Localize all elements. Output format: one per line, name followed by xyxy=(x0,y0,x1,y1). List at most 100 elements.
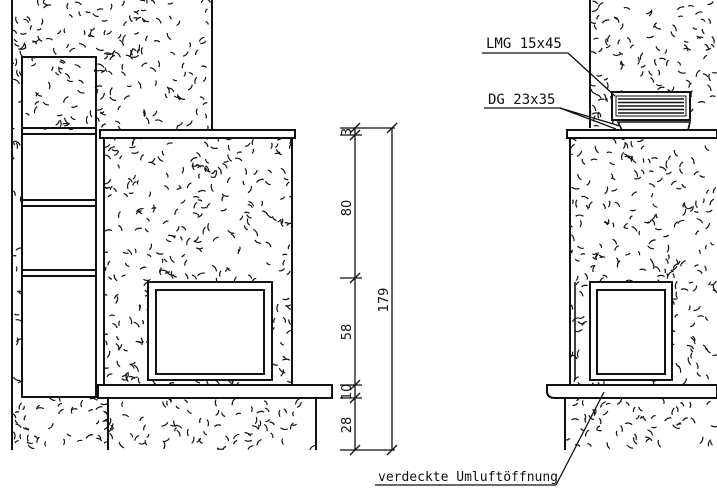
texture-stroke xyxy=(12,412,17,419)
texture-stroke xyxy=(74,1,82,6)
texture-stroke xyxy=(133,11,139,15)
texture-stroke xyxy=(16,290,22,293)
texture-stroke xyxy=(599,401,606,408)
texture-stroke xyxy=(179,236,183,241)
texture-stroke xyxy=(612,222,615,228)
texture-stroke xyxy=(113,274,118,282)
texture-stroke xyxy=(14,43,20,47)
texture-stroke xyxy=(170,51,176,56)
texture-stroke xyxy=(232,335,239,339)
texture-stroke xyxy=(50,66,54,71)
texture-stroke xyxy=(68,13,73,18)
texture-stroke xyxy=(74,64,81,69)
texture-stroke xyxy=(603,93,607,101)
texture-stroke xyxy=(117,164,120,169)
texture-stroke xyxy=(577,321,585,325)
texture-stroke xyxy=(682,209,687,217)
texture-stroke xyxy=(181,166,185,174)
texture-stroke xyxy=(117,211,121,218)
texture-stroke xyxy=(89,33,94,37)
texture-stroke xyxy=(96,8,104,11)
texture-stroke xyxy=(162,220,169,225)
texture-stroke xyxy=(597,2,604,8)
texture-stroke xyxy=(161,269,170,274)
texture-stroke xyxy=(118,320,121,327)
texture-stroke xyxy=(114,150,120,156)
texture-stroke xyxy=(664,268,667,274)
texture-stroke xyxy=(176,429,181,437)
texture-stroke xyxy=(657,177,663,183)
texture-stroke xyxy=(177,94,181,101)
texture-stroke xyxy=(203,347,209,350)
texture-stroke xyxy=(248,325,250,330)
texture-stroke xyxy=(63,96,69,103)
texture-stroke xyxy=(591,104,597,112)
texture-stroke xyxy=(16,69,20,77)
texture-stroke xyxy=(22,405,25,411)
texture-stroke xyxy=(100,92,105,100)
texture-stroke xyxy=(704,43,710,50)
texture-stroke xyxy=(102,420,108,423)
texture-stroke xyxy=(215,138,219,142)
texture-stroke xyxy=(214,399,218,407)
left-top-slab xyxy=(99,129,296,139)
texture-stroke xyxy=(632,343,638,349)
texture-stroke xyxy=(654,361,660,367)
texture-stroke xyxy=(651,426,657,429)
texture-stroke xyxy=(126,180,131,189)
texture-stroke xyxy=(161,150,165,156)
texture-stroke xyxy=(36,407,45,410)
texture-stroke xyxy=(42,0,45,4)
texture-stroke xyxy=(260,200,264,207)
texture-stroke xyxy=(214,169,218,177)
texture-stroke xyxy=(168,15,172,20)
texture-stroke xyxy=(644,221,650,224)
texture-stroke xyxy=(699,436,704,444)
texture-stroke xyxy=(111,149,119,152)
texture-stroke xyxy=(166,398,172,403)
texture-stroke xyxy=(221,193,229,197)
texture-stroke xyxy=(107,428,114,434)
texture-stroke xyxy=(577,245,584,249)
texture-stroke xyxy=(668,155,672,160)
texture-stroke xyxy=(55,120,60,126)
texture-stroke xyxy=(14,440,19,444)
texture-stroke xyxy=(126,85,132,88)
texture-stroke xyxy=(595,428,602,432)
texture-stroke xyxy=(690,322,696,328)
texture-stroke xyxy=(658,338,663,342)
texture-stroke xyxy=(651,261,655,270)
texture-stroke xyxy=(131,151,139,154)
left-stove-body-texture xyxy=(104,138,292,398)
texture-stroke xyxy=(619,138,625,141)
texture-stroke xyxy=(706,400,711,406)
texture-stroke xyxy=(123,21,128,27)
texture-stroke xyxy=(614,201,621,207)
texture-stroke xyxy=(243,323,250,330)
texture-stroke xyxy=(146,433,150,439)
texture-stroke xyxy=(594,252,599,258)
texture-stroke xyxy=(685,79,691,85)
texture-stroke xyxy=(104,340,108,346)
texture-stroke xyxy=(611,350,615,357)
left-firebox-door xyxy=(147,281,273,381)
texture-stroke xyxy=(571,418,579,421)
texture-stroke xyxy=(285,181,290,187)
texture-stroke xyxy=(226,138,233,141)
texture-stroke xyxy=(688,305,691,311)
texture-stroke xyxy=(201,332,207,339)
texture-stroke xyxy=(132,174,136,180)
texture-stroke xyxy=(679,161,684,168)
texture-stroke xyxy=(26,434,30,442)
texture-stroke xyxy=(25,427,30,431)
texture-stroke xyxy=(186,409,192,415)
texture-stroke xyxy=(584,272,588,280)
label-grille: LMG 15x45 xyxy=(486,36,562,52)
texture-stroke xyxy=(58,408,64,415)
texture-stroke xyxy=(571,186,580,190)
texture-stroke xyxy=(587,442,592,447)
texture-stroke xyxy=(280,427,289,431)
texture-stroke xyxy=(651,302,657,305)
texture-stroke xyxy=(590,51,597,55)
texture-stroke xyxy=(207,222,210,232)
